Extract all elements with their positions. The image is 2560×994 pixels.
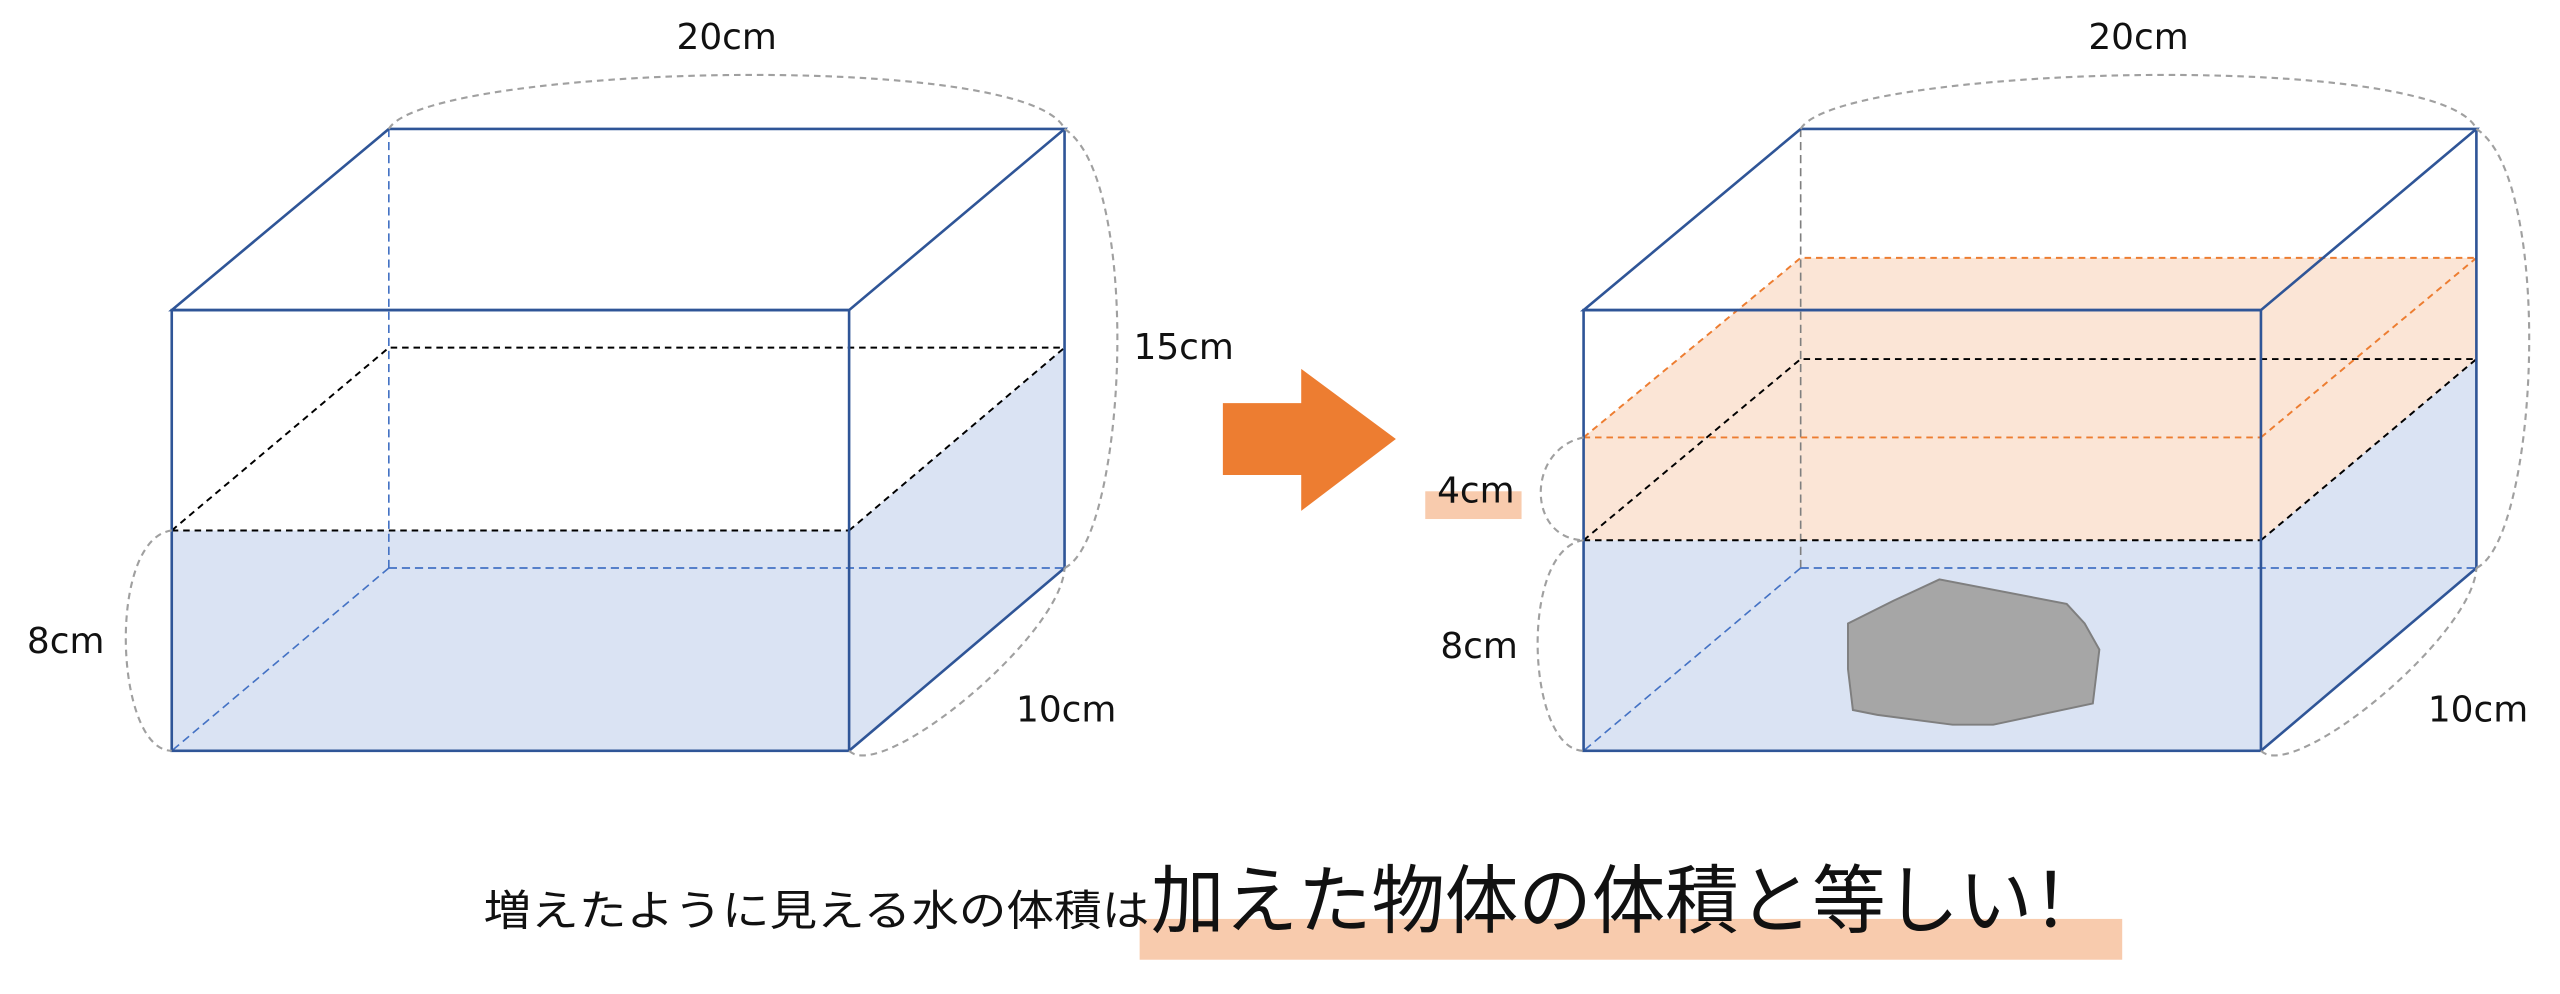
caption-lead: 増えたように見える水の体積は	[483, 887, 1149, 936]
water-level-label: 8cm	[1440, 626, 1518, 667]
caption-highlight	[1139, 918, 2123, 960]
rise-highlight	[1425, 491, 1522, 520]
height-brace	[1063, 128, 1119, 569]
height-label: 15cm	[1134, 327, 1234, 368]
width-brace	[387, 73, 1066, 130]
height-brace	[2475, 128, 2531, 569]
rise-label: 4cm	[1437, 471, 1515, 512]
depth-label: 10cm	[2428, 689, 2528, 730]
depth-brace	[848, 567, 1066, 757]
rise-brace	[1539, 436, 1584, 542]
depth-brace	[2260, 567, 2478, 757]
width-label: 20cm	[677, 17, 777, 58]
raised-water-volume	[1583, 257, 2477, 541]
water-level-label: 8cm	[27, 621, 105, 662]
water-brace	[124, 529, 172, 752]
width-label: 20cm	[2088, 17, 2188, 58]
water-volume	[1583, 359, 2477, 751]
caption-emphasis: 加えた物体の体積と等しい！	[1151, 857, 2106, 945]
tank-after: 20cm 4cm 8cm 10cm	[1425, 17, 2531, 757]
stone	[1847, 578, 2101, 726]
arrow-right-icon	[1222, 368, 1396, 511]
water-volume	[171, 347, 1065, 751]
water-brace	[1536, 539, 1584, 752]
tank-before: 20cm 15cm 8cm 10cm	[27, 17, 1234, 757]
width-brace	[1799, 73, 2478, 130]
depth-label: 10cm	[1016, 689, 1116, 730]
